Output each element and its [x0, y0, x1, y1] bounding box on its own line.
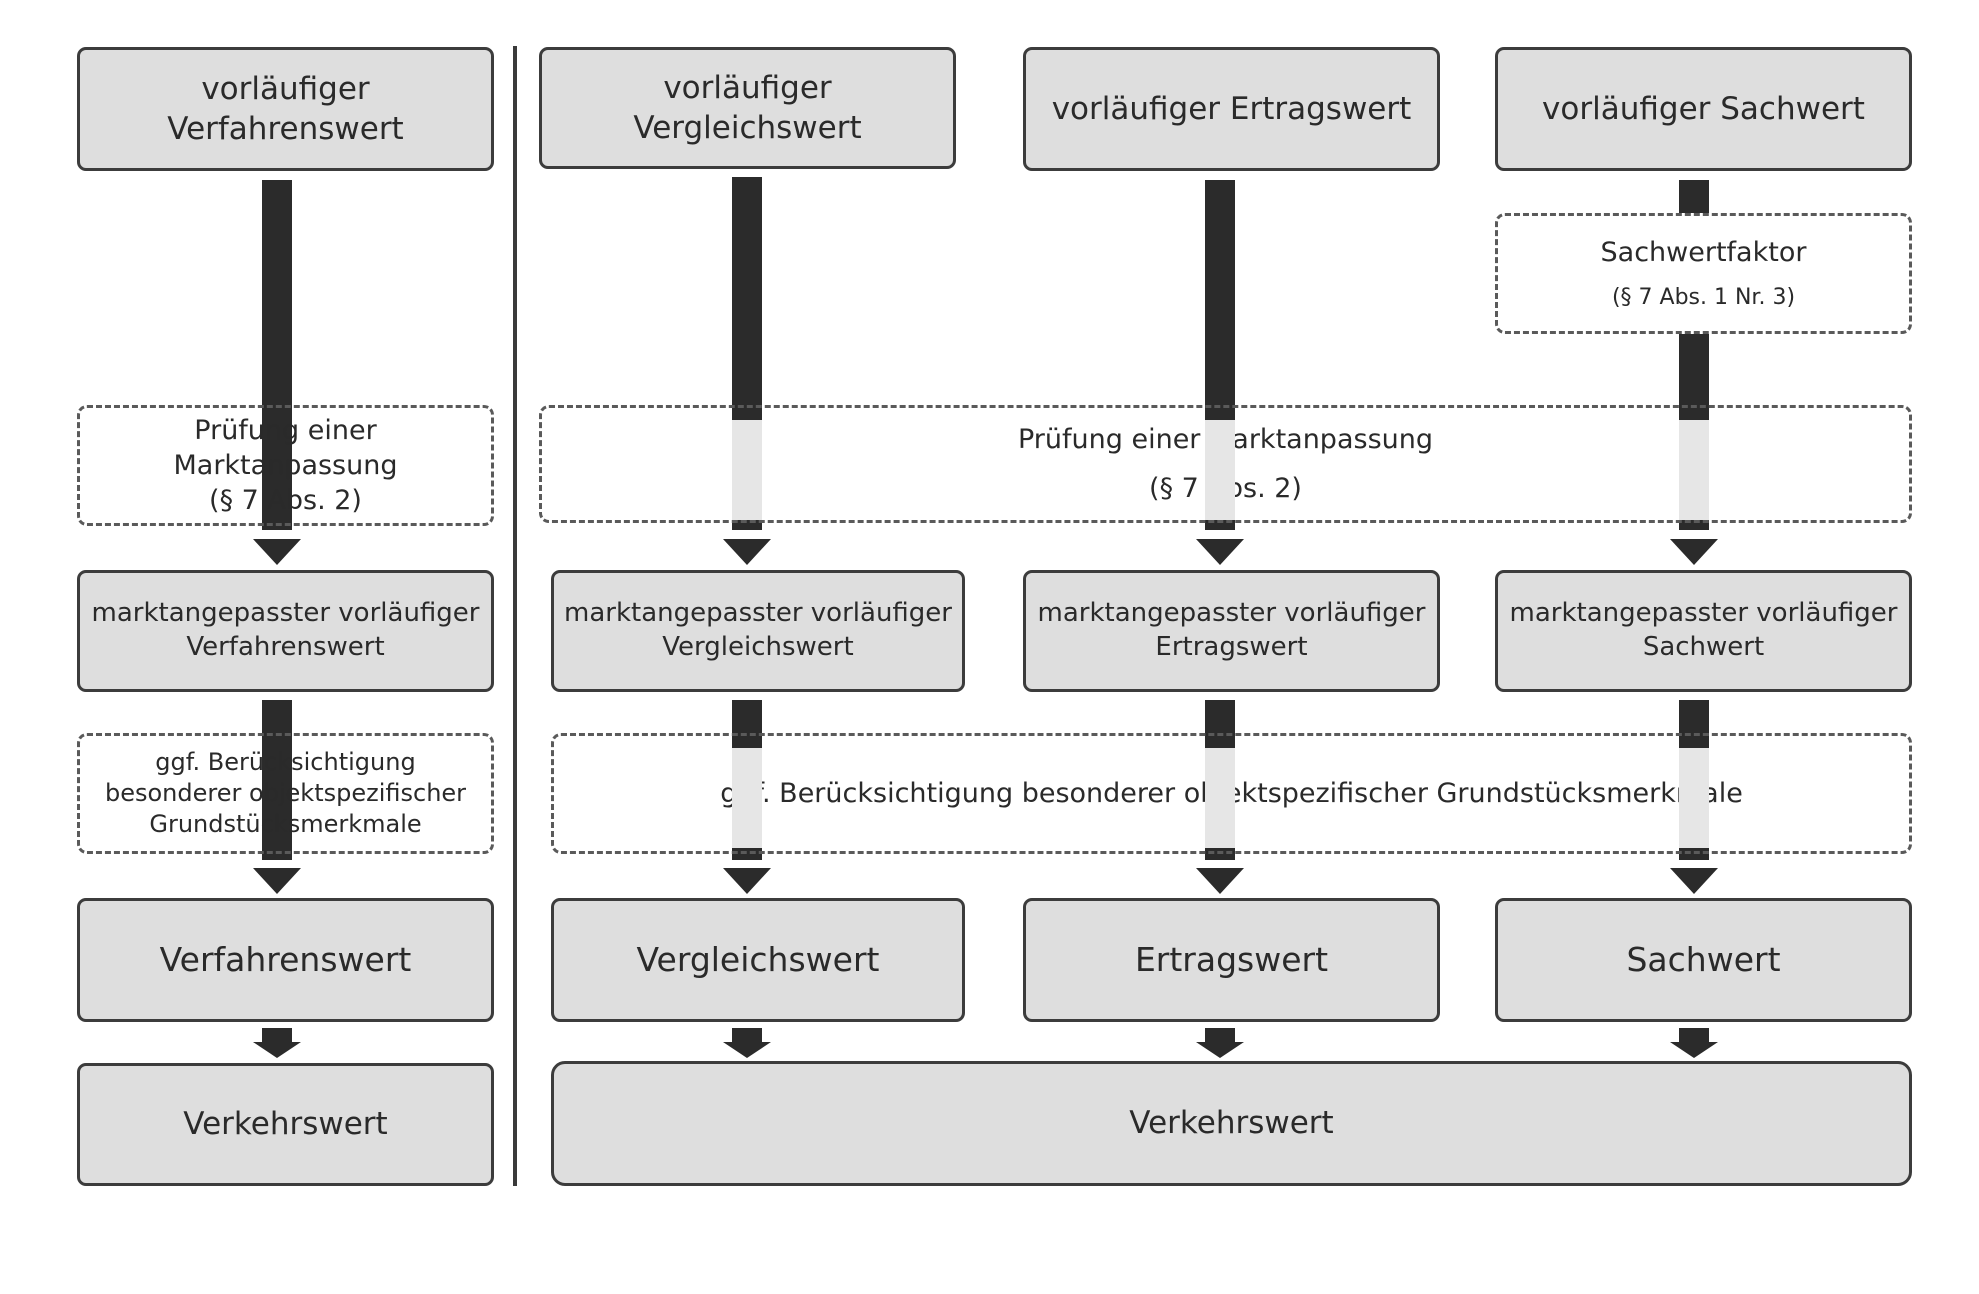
sachwertfaktor-box: Sachwertfaktor (§ 7 Abs. 1 Nr. 3) [1495, 213, 1912, 334]
adjusted-ertrag-line1: marktangepasster vorläufiger [1037, 598, 1426, 629]
final-ertrag-label: Ertragswert [1134, 939, 1329, 979]
adjusted-vergleichswert-box: marktangepasster vorläufiger Vergleichsw… [551, 570, 965, 692]
final-vergleichswert-box: Vergleichswert [551, 898, 965, 1022]
left-final-value-label: Verfahrenswert [159, 939, 412, 979]
preliminary-sachwert-box: vorläufiger Sachwert [1495, 47, 1912, 171]
vergleich-arrow-faded-1 [732, 420, 762, 520]
vergleich-arrow-faded-2 [732, 748, 762, 848]
left-preliminary-value-box: vorläufiger Verfahrenswert [77, 47, 494, 171]
final-sachwert-box: Sachwert [1495, 898, 1912, 1022]
left-preliminary-line2: Verfahrenswert [167, 111, 404, 147]
final-ertragswert-box: Ertragswert [1023, 898, 1440, 1022]
vergleich-arrow-shaft-3 [732, 1028, 762, 1042]
ertrag-arrow-shaft-3 [1205, 1028, 1235, 1042]
ertrag-arrow-head-2 [1196, 868, 1244, 894]
sach-arrow-faded-1 [1679, 420, 1709, 520]
ertrag-arrow-head-1 [1196, 539, 1244, 565]
ertrag-arrow-faded-2 [1205, 748, 1235, 848]
left-market-check-line1: Prüfung einer [194, 414, 377, 446]
sach-arrow-head-3 [1670, 1042, 1718, 1058]
left-arrow-head-2 [253, 868, 301, 894]
preliminary-vergleich-line1: vorläufiger [663, 69, 832, 106]
left-arrow-shaft-2 [262, 700, 292, 860]
left-special-features-line1: ggf. Berücksichtigung [155, 747, 416, 776]
sach-arrow-faded-2 [1679, 748, 1709, 848]
left-market-check-line2: Marktanpassung [173, 449, 398, 481]
left-market-value-box: Verkehrswert [77, 1063, 494, 1186]
left-preliminary-line1: vorläufiger [201, 70, 370, 107]
sach-arrow-shaft-3 [1679, 1028, 1709, 1042]
column-divider [513, 46, 517, 1186]
ertrag-arrow-faded-1 [1205, 420, 1235, 520]
sach-arrow-head-2 [1670, 868, 1718, 894]
adjusted-vergleich-line1: marktangepasster vorläufiger [564, 598, 952, 629]
vergleich-arrow-head-3 [723, 1042, 771, 1058]
left-adjusted-value-box: marktangepasster vorläufiger Verfahrensw… [77, 570, 494, 692]
preliminary-vergleichswert-box: vorläufiger Vergleichswert [539, 47, 956, 169]
preliminary-ertragswert-box: vorläufiger Ertragswert [1023, 47, 1440, 171]
adjusted-ertrag-line2: Ertragswert [1155, 632, 1308, 662]
left-market-check-line3: (§ 7 Abs. 2) [209, 485, 362, 517]
left-final-value-box: Verfahrenswert [77, 898, 494, 1022]
sachwertfaktor-label: Sachwertfaktor [1600, 236, 1807, 268]
left-adjusted-line1: marktangepasster vorläufiger [91, 598, 480, 629]
left-special-features-line2: besonderer objektspezifischer [104, 778, 467, 807]
right-market-value-label: Verkehrswert [1129, 1105, 1334, 1142]
preliminary-ertrag-label: vorläufiger Ertragswert [1051, 90, 1412, 127]
left-adjusted-line2: Verfahrenswert [186, 632, 385, 662]
ertrag-arrow-head-3 [1196, 1042, 1244, 1058]
adjusted-sach-line2: Sachwert [1642, 632, 1765, 662]
left-special-features-box: ggf. Berücksichtigung besonderer objekts… [77, 733, 494, 854]
left-arrow-shaft-3 [262, 1028, 292, 1042]
adjusted-vergleich-line2: Vergleichswert [662, 632, 854, 662]
left-arrow-shaft-1 [262, 180, 292, 530]
left-arrow-head-1 [253, 539, 301, 565]
final-sach-label: Sachwert [1626, 939, 1781, 979]
preliminary-vergleich-line2: Vergleichswert [633, 110, 862, 146]
vergleich-arrow-head-2 [723, 868, 771, 894]
adjusted-ertragswert-box: marktangepasster vorläufiger Ertragswert [1023, 570, 1440, 692]
left-arrow-head-3 [253, 1042, 301, 1058]
right-market-value-box: Verkehrswert [551, 1061, 1912, 1186]
sachwertfaktor-reference: (§ 7 Abs. 1 Nr. 3) [1611, 284, 1796, 310]
left-market-check-box: Prüfung einer Marktanpassung (§ 7 Abs. 2… [77, 405, 494, 526]
final-vergleich-label: Vergleichswert [636, 939, 880, 979]
adjusted-sach-line1: marktangepasster vorläufiger [1509, 598, 1898, 629]
adjusted-sachwert-box: marktangepasster vorläufiger Sachwert [1495, 570, 1912, 692]
sach-arrow-head-1 [1670, 539, 1718, 565]
left-market-value-label: Verkehrswert [183, 1106, 388, 1143]
preliminary-sach-label: vorläufiger Sachwert [1542, 90, 1865, 127]
vergleich-arrow-head-1 [723, 539, 771, 565]
left-special-features-line3: Grundstücksmerkmale [149, 810, 422, 839]
